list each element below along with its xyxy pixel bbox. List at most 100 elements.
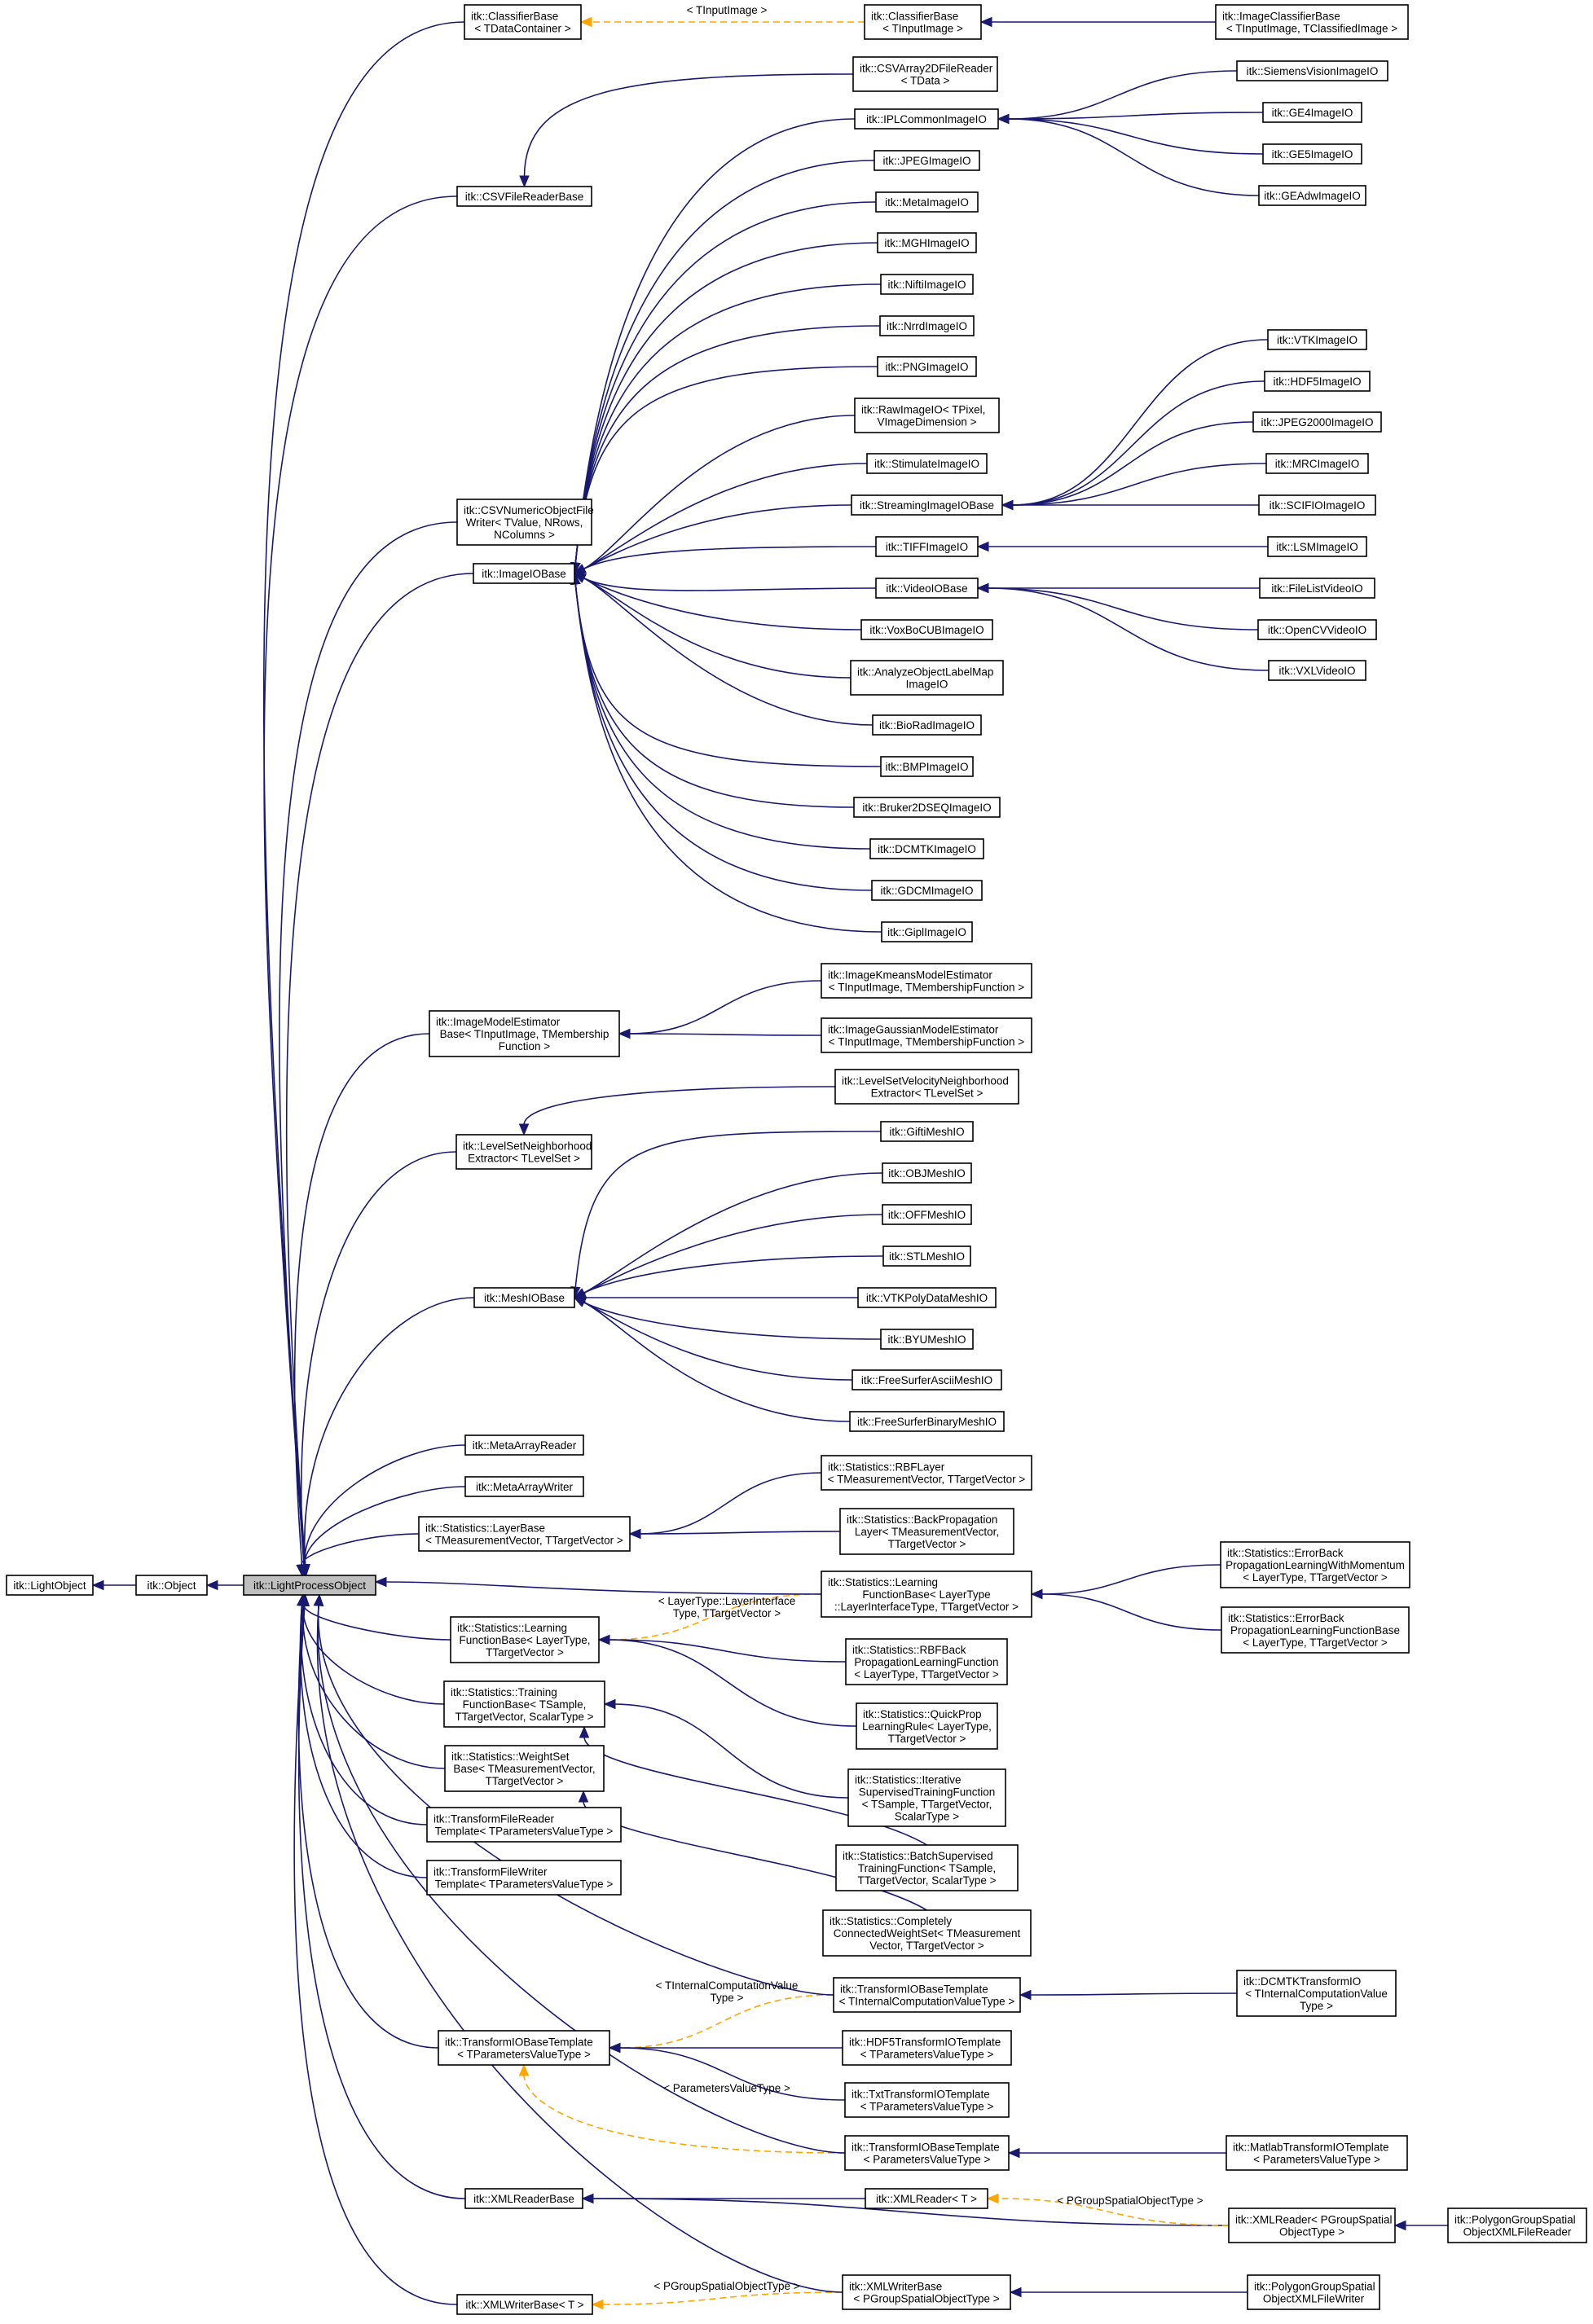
arrowhead: [573, 573, 587, 583]
class-node-meshio[interactable]: itk::MeshIOBase: [473, 1287, 575, 1308]
class-node-gifti[interactable]: itk::GiftiMeshIO: [880, 1121, 974, 1142]
class-node-lsm[interactable]: itk::LSMImageIO: [1267, 536, 1367, 557]
class-node-opencv[interactable]: itk::OpenCVVideoIO: [1257, 619, 1377, 640]
class-node-tiobt_pv[interactable]: itk::TransformIOBaseTemplate< Parameters…: [844, 2135, 1010, 2171]
edge-pgreader-to-xmlreader_pg: [1393, 2220, 1449, 2231]
class-node-lsvel[interactable]: itk::LevelSetVelocityNeighborhoodExtract…: [834, 1069, 1019, 1105]
class-node-errfunc[interactable]: itk::Statistics::ErrorBackPropagationLea…: [1221, 1606, 1410, 1654]
class-node-voxbo[interactable]: itk::VoxBoCUBImageIO: [860, 619, 993, 640]
class-node-txttransform[interactable]: itk::TxtTransformIOTemplate< TParameters…: [844, 2082, 1010, 2118]
class-node-object[interactable]: itk::Object: [135, 1575, 208, 1596]
class-node-dcmtktransform[interactable]: itk::DCMTKTransformIO< TInternalComputat…: [1236, 1970, 1397, 2017]
class-node-stimulate[interactable]: itk::StimulateImageIO: [866, 453, 988, 474]
class-node-videoio[interactable]: itk::VideoIOBase: [875, 578, 979, 599]
class-node-jpeg[interactable]: itk::JPEGImageIO: [874, 150, 980, 171]
class-node-batch[interactable]: itk::Statistics::BatchSupervisedTraining…: [835, 1844, 1019, 1891]
class-node-pgwriter[interactable]: itk::PolygonGroupSpatialObjectXMLFileWri…: [1247, 2274, 1380, 2310]
class-node-stl[interactable]: itk::STLMeshIO: [882, 1245, 971, 1267]
edge-line: [1041, 1564, 1221, 1595]
class-node-lfb_li[interactable]: itk::Statistics::LearningFunctionBase< L…: [821, 1571, 1032, 1618]
class-name-line: itk::MetaArrayReader: [473, 1439, 577, 1452]
class-node-complete[interactable]: itk::Statistics::CompletelyConnectedWeig…: [822, 1909, 1032, 1957]
class-node-ge5[interactable]: itk::GE5ImageIO: [1262, 143, 1362, 165]
class-node-hdf5transform[interactable]: itk::HDF5TransformIOTemplate< TParameter…: [842, 2030, 1012, 2066]
class-node-png[interactable]: itk::PNGImageIO: [877, 356, 977, 377]
class-box: [438, 2030, 610, 2066]
class-node-vxl[interactable]: itk::VXLVideoIO: [1268, 660, 1366, 681]
class-node-pgreader[interactable]: itk::PolygonGroupSpatialObjectXMLFileRea…: [1447, 2208, 1587, 2243]
class-node-xmlreader_pg[interactable]: itk::XMLReader< PGroupSpatialObjectType …: [1228, 2208, 1396, 2243]
class-node-tiobt[interactable]: itk::TransformIOBaseTemplate< TParameter…: [438, 2030, 610, 2066]
class-name-line: < TInputImage >: [882, 23, 963, 35]
class-node-iterative[interactable]: itk::Statistics::IterativeSupervisedTrai…: [847, 1768, 1006, 1827]
class-node-byu[interactable]: itk::BYUMeshIO: [880, 1329, 974, 1350]
class-node-gdcm[interactable]: itk::GDCMImageIO: [871, 880, 983, 901]
class-node-kmeans[interactable]: itk::ImageKmeansModelEstimator< TInputIm…: [821, 963, 1032, 999]
arrowhead: [374, 1576, 387, 1588]
class-name-line: itk::FileListVideoIO: [1271, 582, 1362, 595]
class-node-streaming[interactable]: itk::StreamingImageIOBase: [851, 494, 1003, 516]
class-node-lightobject[interactable]: itk::LightObject: [6, 1575, 94, 1596]
class-node-matlab[interactable]: itk::MatlabTransformIOTemplate< Paramete…: [1226, 2135, 1408, 2171]
class-name-line: itk::CSVArray2DFileReader: [860, 63, 993, 75]
class-node-off[interactable]: itk::OFFMeshIO: [882, 1204, 972, 1225]
class-node-obj[interactable]: itk::OBJMeshIO: [882, 1162, 972, 1184]
class-node-tiff[interactable]: itk::TIFFImageIO: [875, 536, 979, 557]
class-node-hdf5[interactable]: itk::HDF5ImageIO: [1264, 371, 1371, 392]
class-node-vtk[interactable]: itk::VTKImageIO: [1267, 329, 1367, 350]
class-node-bmp[interactable]: itk::BMPImageIO: [880, 756, 974, 777]
arrowhead: [579, 1725, 590, 1738]
class-node-geadw[interactable]: itk::GEAdwImageIO: [1258, 185, 1366, 206]
class-node-imageio[interactable]: itk::ImageIOBase: [473, 563, 575, 584]
class-node-bruker[interactable]: itk::Bruker2DSEQImageIO: [853, 797, 1001, 818]
class-node-iplcommon[interactable]: itk::IPLCommonImageIO: [854, 108, 999, 130]
class-node-lfb[interactable]: itk::Statistics::LearningFunctionBase< L…: [450, 1616, 600, 1663]
class-node-siemens[interactable]: itk::SiemensVisionImageIO: [1236, 60, 1388, 81]
class-node-vtkpoly[interactable]: itk::VTKPolyDataMeshIO: [857, 1287, 997, 1308]
class-node-quickprop[interactable]: itk::Statistics::QuickPropLearningRule< …: [856, 1702, 998, 1750]
class-node-icb[interactable]: itk::ImageClassifierBase< TInputImage, T…: [1215, 4, 1409, 40]
class-node-mrc[interactable]: itk::MRCImageIO: [1265, 453, 1369, 474]
class-node-errmomentum[interactable]: itk::Statistics::ErrorBackPropagationLea…: [1220, 1541, 1410, 1588]
class-node-gaussian[interactable]: itk::ImageGaussianModelEstimator< TInput…: [821, 1017, 1032, 1053]
class-node-csvarr[interactable]: itk::CSVArray2DFileReader< TData >: [852, 56, 998, 92]
class-node-fsbinary[interactable]: itk::FreeSurferBinaryMeshIO: [849, 1411, 1005, 1432]
class-node-tiobt_int[interactable]: itk::TransformIOBaseTemplate< TInternalC…: [833, 1977, 1021, 2013]
class-node-metaarrwriter[interactable]: itk::MetaArrayWriter: [464, 1476, 584, 1497]
class-node-fsascii[interactable]: itk::FreeSurferAsciiMeshIO: [852, 1369, 1002, 1390]
class-node-cb_tdc[interactable]: itk::ClassifierBase< TDataContainer >: [464, 4, 582, 40]
class-node-raw[interactable]: itk::RawImageIO< TPixel,VImageDimension …: [854, 398, 1000, 433]
class-node-biorad[interactable]: itk::BioRadImageIO: [872, 714, 982, 736]
class-node-nifti[interactable]: itk::NiftiImageIO: [880, 274, 974, 295]
class-node-gipl[interactable]: itk::GiplImageIO: [881, 921, 973, 942]
class-node-cb_tii[interactable]: itk::ClassifierBase< TInputImage >: [864, 4, 982, 40]
class-node-xmlreader_t[interactable]: itk::XMLReader< T >: [865, 2188, 988, 2209]
class-node-scifio[interactable]: itk::SCIFIOImageIO: [1258, 494, 1376, 516]
class-node-dcmtk[interactable]: itk::DCMTKImageIO: [869, 838, 984, 859]
class-node-xmlreaderbase[interactable]: itk::XMLReaderBase: [464, 2188, 583, 2209]
class-name-line: itk::XMLReader< PGroupSpatial: [1235, 2214, 1392, 2226]
class-node-jpeg2000[interactable]: itk::JPEG2000ImageIO: [1252, 411, 1382, 433]
class-node-rbfback[interactable]: itk::Statistics::RBFBackPropagationLearn…: [845, 1638, 1008, 1685]
class-node-csvbase[interactable]: itk::CSVFileReaderBase: [456, 186, 592, 207]
class-node-nrrd[interactable]: itk::NrrdImageIO: [879, 315, 975, 336]
class-node-layerbase[interactable]: itk::Statistics::LayerBase< TMeasurement…: [418, 1516, 631, 1552]
class-node-metaarrreader[interactable]: itk::MetaArrayReader: [464, 1434, 584, 1456]
class-node-rbflayer[interactable]: itk::Statistics::RBFLayer< TMeasurementV…: [821, 1455, 1032, 1491]
class-node-filelistvideo[interactable]: itk::FileListVideoIO: [1259, 578, 1375, 599]
class-node-xmlwriterbase_t[interactable]: itk::XMLWriterBase< T >: [456, 2294, 593, 2315]
class-node-xmlwriterbase_pg[interactable]: itk::XMLWriterBase< PGroupSpatialObjectT…: [842, 2274, 1011, 2310]
class-node-ge4[interactable]: itk::GE4ImageIO: [1262, 102, 1362, 123]
class-node-mgh[interactable]: itk::MGHImageIO: [877, 232, 977, 253]
class-node-meta[interactable]: itk::MetaImageIO: [875, 191, 979, 213]
class-box: [1236, 60, 1388, 81]
